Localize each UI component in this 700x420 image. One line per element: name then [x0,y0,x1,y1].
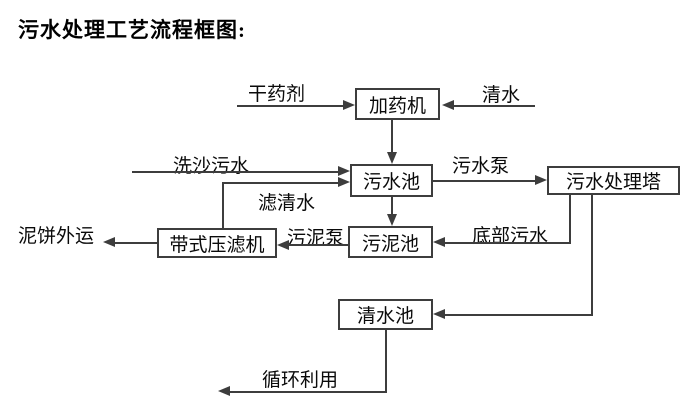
node-sludge-pool: 污泥池 [348,226,433,258]
bottom-sewage-arrowhead [433,237,445,247]
dry-agent-arrowhead [343,100,355,110]
filtered-water-line [222,182,338,184]
node-sewage-treatment-tower: 污水处理塔 [547,166,680,195]
filtered-water-arrowhead [338,177,350,187]
sewage-pump-arrowhead [535,175,547,185]
sewage-pump-line [433,180,535,182]
recycle-arrowhead [218,386,230,396]
recycle-vline [385,330,387,392]
sludge-pump-line [289,244,348,246]
node-belt-filter-press: 带式压滤机 [157,228,277,258]
sludge-pump-arrowhead [277,240,289,250]
label-recycle-reuse: 循环利用 [262,370,339,391]
label-dry-agent: 干药剂 [248,84,306,105]
label-sewage-pump: 污水泵 [452,156,510,177]
node-clear-water-pool: 清水池 [338,299,433,330]
tower-to-clearpool-arrowhead [433,309,445,319]
mud-cake-arrowhead [103,237,115,247]
sand-washing-arrowhead [338,166,350,176]
sand-washing-line [132,171,338,173]
clear-water-arrowhead [442,100,454,110]
label-clear-water: 清水 [482,85,521,106]
bottom-sewage-line [445,242,571,244]
sewage-to-sludge-arrowhead [387,214,397,226]
tower-to-clearpool-vline [591,195,593,316]
label-mud-cake-transport: 泥饼外运 [18,226,95,247]
dosing-to-sewage-arrowhead [387,152,397,164]
clear-water-line [454,105,535,107]
dry-agent-line [237,105,344,107]
tower-to-clearpool-line [445,314,593,316]
label-filtered-clear-water: 滤清水 [258,193,316,214]
node-sewage-pool: 污水池 [350,164,433,197]
sewage-to-sludge-line [391,197,393,214]
label-bottom-sewage: 底部污水 [472,226,549,247]
label-sludge-pump: 污泥泵 [287,228,345,249]
bottom-sewage-vline [569,195,571,243]
mud-cake-line [115,242,157,244]
label-sand-washing-sewage: 洗沙污水 [173,156,250,177]
page-title: 污水处理工艺流程框图: [18,18,246,42]
recycle-line [230,391,387,393]
dosing-to-sewage-line [391,120,393,153]
node-dosing-machine: 加药机 [355,88,440,120]
filtered-water-vline [222,182,224,228]
